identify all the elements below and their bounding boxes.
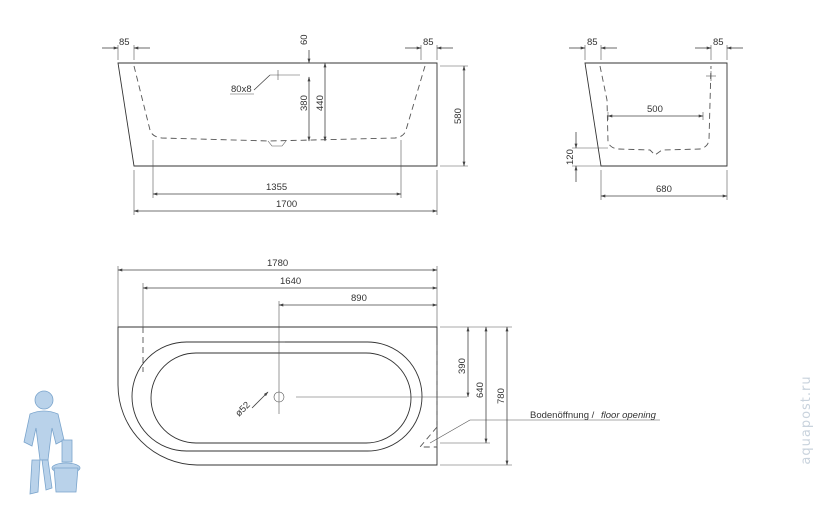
front-overflow-80x8: 80x8 [231,84,252,95]
top-view: ø52 Bodenöffnung / floor opening 1780 16… [117,258,660,466]
floor-opening-label-en: floor opening [601,410,657,421]
front-dim-1700: 1700 [276,199,297,210]
top-dim-640: 640 [475,382,486,398]
side-dim-85-right: 85 [713,37,724,48]
front-dim-60: 60 [299,34,310,45]
side-dim-500: 500 [647,104,663,115]
top-dim-1780: 1780 [267,258,288,269]
top-basin [150,352,412,444]
front-dim-440: 440 [315,95,326,111]
front-dim-580: 580 [453,108,464,124]
top-rim [131,341,423,452]
top-dim-390: 390 [457,358,468,374]
side-dim-120: 120 [565,149,576,165]
top-drain-d52: ø52 [233,400,252,419]
top-dim-1640: 1640 [280,276,301,287]
top-dim-780: 780 [496,388,507,404]
side-dim-85-left: 85 [587,37,598,48]
front-dim-85-right: 85 [423,37,434,48]
side-outline [584,62,728,167]
side-dim-680: 680 [656,184,672,195]
front-dim-1355: 1355 [266,182,287,193]
floor-opening-outline [419,426,438,448]
watermark: aquapost.ru [799,375,814,464]
front-outline [117,62,438,167]
side-inner-basin [599,65,712,156]
front-drain [267,140,287,147]
front-inner-basin [133,65,426,142]
plumber-mascot-logo [23,390,81,495]
top-outline [117,326,438,466]
front-dim-380: 380 [299,95,310,111]
side-view: 85 85 500 120 680 [565,37,743,200]
front-view: 85 85 60 80x8 380 440 580 1355 [102,34,468,215]
front-dim-85-left: 85 [119,37,130,48]
top-dim-890: 890 [351,293,367,304]
floor-opening-label-de: Bodenöffnung / [530,410,595,421]
